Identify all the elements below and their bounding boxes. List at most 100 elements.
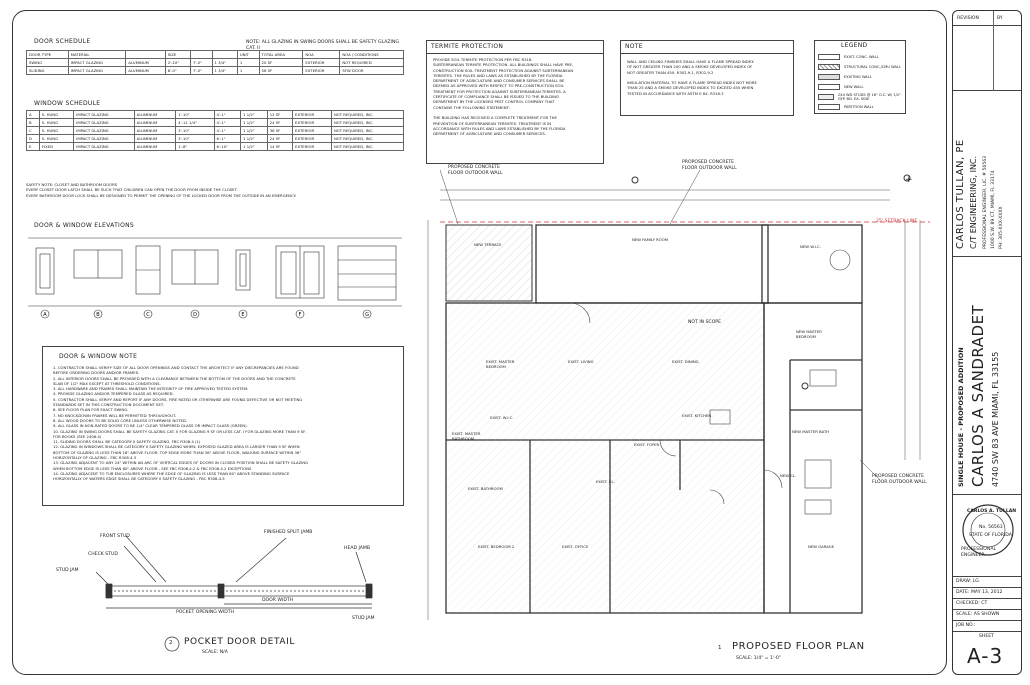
- termite-line: TREATMENT FOR PROTECTION AGAINST SUBTERR…: [433, 88, 566, 94]
- callout-3: PROPOSED CONCRETE FLOOR OUTDOOR WALL: [872, 474, 927, 485]
- seal-name: CARLOS A. TULLAN: [967, 509, 1017, 514]
- termite-line: DEPARTMENT OF AGRICULTURE AND CONSUMER S…: [433, 78, 565, 84]
- window-schedule-cell: EXTERIOR: [292, 118, 332, 127]
- pocket-label-stud-jam: STUD JAM: [56, 568, 79, 573]
- door-schedule-cell: 7'-0": [189, 58, 213, 67]
- elevation-marker: F: [295, 309, 305, 319]
- room-label: EXIST. CL.: [596, 479, 615, 484]
- room-label: NEW TERRACE: [474, 242, 502, 247]
- termite-protection: TERMITE PROTECTION PROVIDE SOIL TERMITE …: [426, 40, 604, 164]
- door-note-line: 5. CONTRACTOR SHALL VERIFY AND REPORT IF…: [53, 396, 303, 402]
- checked-by: CHECKED: CT: [956, 601, 988, 606]
- room-label: NEW MASTER BEDROOM: [796, 329, 822, 339]
- door-schedule-header-cell: TOTAL AREA: [258, 50, 304, 59]
- sheet-number: A-3: [967, 644, 1004, 668]
- window-schedule-cell: A: [26, 110, 40, 119]
- door-schedule-cell: 20 SF: [258, 58, 304, 67]
- note-box: NOTE WALL AND CEILING FINISHES SHALL HAV…: [620, 40, 794, 116]
- door-note-line: 2. ALL INTERIOR DOORS SHALL BE PROVIDED …: [53, 375, 296, 381]
- callout-2: PROPOSED CONCRETE FLOOR OUTDOOR WALL: [682, 160, 737, 171]
- door-note-line: 10. GLAZING IN SWING DOORS SHALL BE SAFE…: [53, 428, 306, 434]
- door-window-notes-title: DOOR & WINDOW NOTE: [59, 353, 138, 360]
- firm-name: CARLOS TULLAN, PE: [955, 139, 966, 249]
- termite-line: SUBTERRANEAN TERMITE PROTECTION. ALL BUI…: [433, 62, 574, 68]
- door-schedule-note: NOTE: ALL GLAZING IN SWING DOORS SHALL B…: [246, 40, 399, 51]
- door-schedule-header-cell: UNIT: [236, 50, 260, 59]
- firm-cell: CARLOS TULLAN, PE C/T ENGINEERING, INC. …: [953, 91, 1021, 257]
- callout-1: PROPOSED CONCRETE FLOOR OUTDOOR WALL: [448, 165, 503, 176]
- note-text: WALL AND CEILING FINISHES SHALL HAVE A F…: [627, 59, 791, 96]
- termite-line: DEPARTMENT BY THE LICENSED PEST CONTROL …: [433, 99, 555, 105]
- legend-label: PARTITION WALL: [844, 104, 874, 109]
- project-cell: SINGLE HOUSE - PROPOSED ADDITION CARLOS …: [953, 257, 1021, 495]
- window-schedule-cell: IMPACT GLAZING: [73, 118, 135, 127]
- room-label: EXIST. KITCHEN: [682, 413, 712, 418]
- window-schedule-cell: NOT REQUIRED, INC.: [330, 134, 405, 143]
- scale-cell: SCALE: AS SHOWN: [953, 610, 1021, 621]
- legend-item: 2X4 WD STUDS @ 16" O.C. W/ 1/2" GYP. BD.…: [818, 92, 904, 102]
- door-schedule-header-cell: NOA: [302, 50, 341, 59]
- pocket-label-stud-jam-2: STUD JAM: [352, 616, 375, 621]
- termite-line: CONSTRUCTION SOIL TREATMENT PROTECTION A…: [433, 67, 574, 73]
- room-label: EXIST. OFFICE: [562, 544, 589, 549]
- svg-text:B: B: [96, 312, 100, 318]
- seal-state: STATE OF FLORIDA: [969, 533, 1012, 538]
- door-window-notes: DOOR & WINDOW NOTE 1. CONTRACTOR SHALL V…: [42, 346, 404, 506]
- pocket-detail-scale: SCALE: N/A: [202, 650, 228, 655]
- window-footnote-line: SAFETY NOTE: CLOSET AND BATHROOM DOORS: [26, 182, 118, 187]
- termite-text: PROVIDE SOIL TERMITE PROTECTION PER FBC …: [433, 57, 601, 136]
- note-line: THAN 25 AND A SMOKE DEVELOPED INDEX TO E…: [627, 85, 754, 91]
- firm-phone: PH: 305-XXX-XXXX: [999, 206, 1004, 249]
- door-schedule-cell: 8'-0": [164, 66, 191, 75]
- door-note-line: FOR BOOKS (SEE 2406.4): [53, 433, 102, 439]
- door-window-notes-list: 1. CONTRACTOR SHALL VERIFY SIZE OF ALL D…: [53, 365, 399, 482]
- window-schedule-cell: S. HUNG: [38, 126, 75, 135]
- window-schedule-cell: 4'-1": [213, 118, 242, 127]
- plan-number: 1: [718, 645, 722, 651]
- window-schedule-cell: ALUMINUM: [133, 142, 177, 151]
- window-schedule-cell: S. HUNG: [38, 118, 75, 127]
- firm-address: 1000 S.W. 89 CT, MIAMI, FL 33174: [991, 170, 996, 249]
- door-schedule-cell: SWING: [26, 58, 69, 67]
- note-title: NOTE: [625, 43, 643, 50]
- door-schedule-cell: 1: [236, 58, 260, 67]
- door-schedule-header-cell: [189, 50, 213, 59]
- drawing-sheet: [12, 10, 947, 675]
- window-schedule-cell: FIXED: [38, 142, 75, 151]
- window-schedule-cell: 1 1/2": [240, 118, 268, 127]
- door-note-line: BOTTOM OF GLAZING IS LESS THAN 18" ABOVE…: [53, 449, 302, 455]
- pocket-detail-title: POCKET DOOR DETAIL: [184, 637, 295, 647]
- door-note-line: WHEN BOTTOM EDGE IS LESS THAN 60" ABOVE …: [53, 465, 252, 471]
- window-schedule-cell: ALUMINUM: [133, 126, 177, 135]
- window-schedule-cell: EXTERIOR: [292, 134, 332, 143]
- door-schedule-cell: 56 SF: [258, 66, 304, 75]
- door-schedule-cell: 1: [236, 66, 260, 75]
- room-label: EXIST. MASTER BATHROOM: [452, 431, 481, 441]
- door-note-line: HORIZONTALLY OF WATERS EDGE SHALL BE CAT…: [53, 476, 225, 482]
- legend-item: PARTITION WALL: [818, 102, 904, 112]
- window-schedule-cell: S. HUNG: [38, 134, 75, 143]
- door-schedule-cell: ALUMINUM: [125, 66, 166, 75]
- room-label: EXIST. DINING: [672, 359, 699, 364]
- pocket-detail-number: 2: [169, 640, 173, 646]
- svg-text:G: G: [365, 312, 369, 318]
- door-schedule-header-cell: NOA / CONDITIONS: [339, 50, 404, 59]
- window-schedule-cell: B: [26, 118, 40, 127]
- door-schedule-header-cell: SIZE: [164, 50, 191, 59]
- setback-line-label: 25' SETBACK LINE: [876, 219, 918, 224]
- plan-scale: SCALE: 1/4" = 1'-0": [736, 656, 781, 661]
- project-type: SINGLE HOUSE - PROPOSED ADDITION: [957, 347, 965, 487]
- window-schedule-cell: 1 1/2": [240, 110, 268, 119]
- sheet-label: SHEET: [979, 634, 994, 639]
- door-note-line: 13. GLAZING ADJACENT TO ANY 24" WITHIN A…: [53, 460, 309, 466]
- window-schedule-cell: S. HUNG: [38, 110, 75, 119]
- drawn-by: DRAW: LG: [956, 579, 979, 584]
- termite-line: ACCORDANCE WITH RULES AND LAWS ESTABLISH…: [433, 125, 566, 131]
- room-label: NEW W.I.C.: [800, 244, 821, 249]
